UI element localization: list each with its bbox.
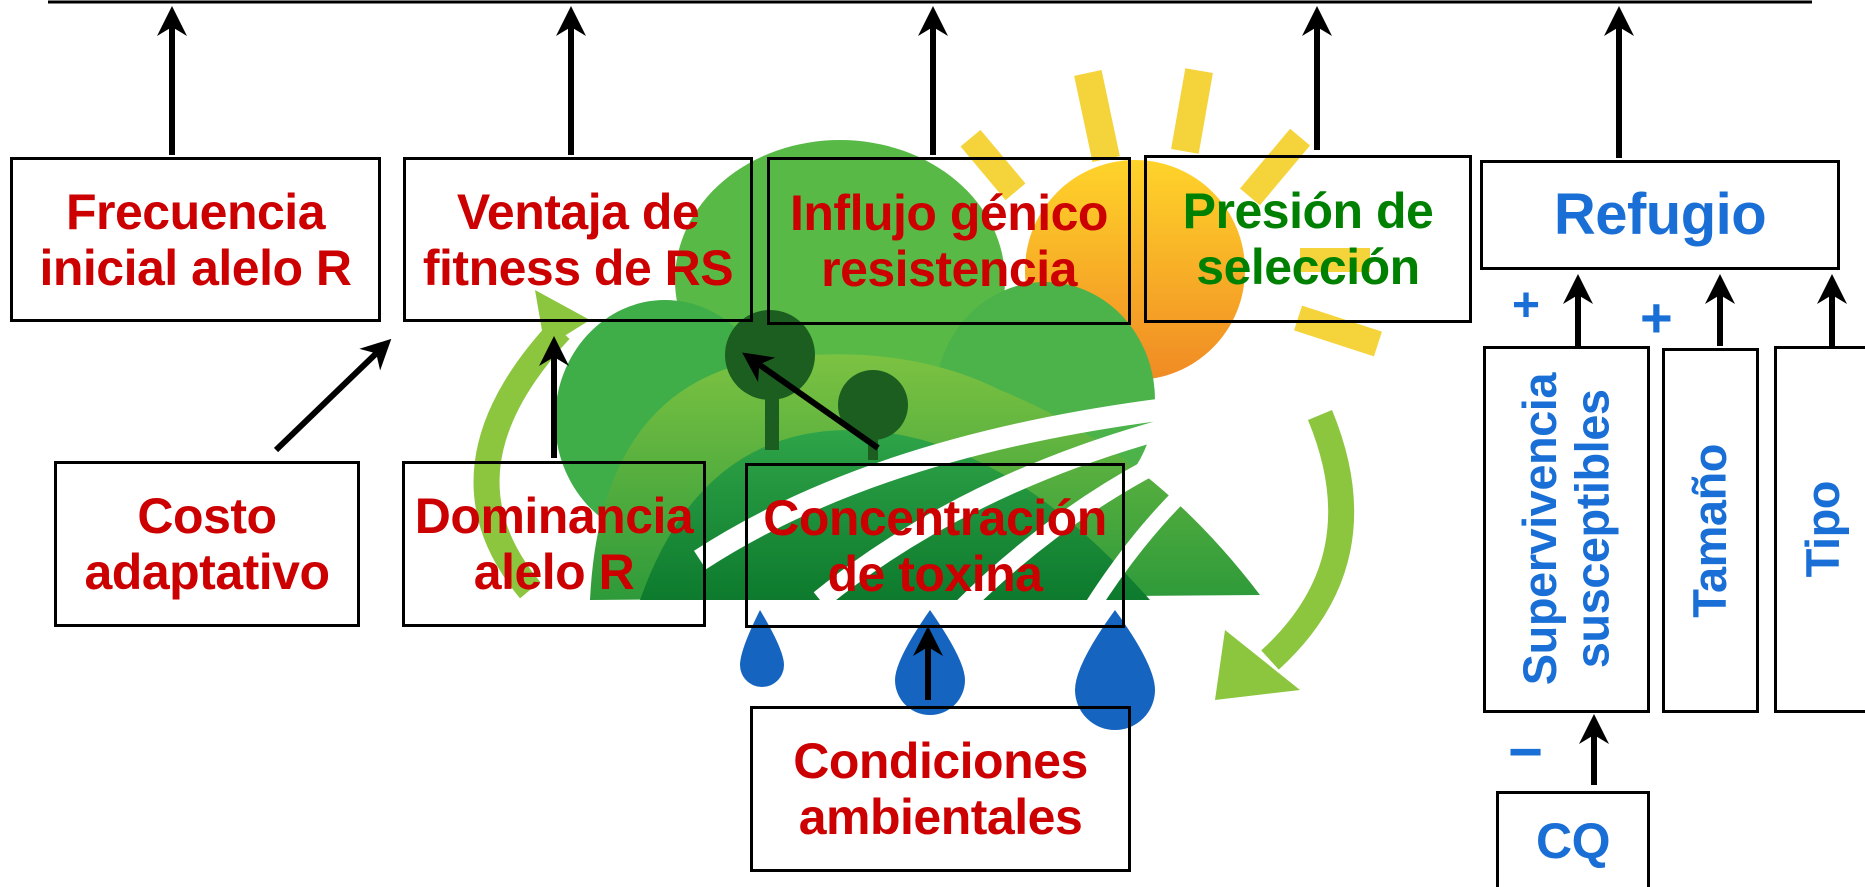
cycle-arrows bbox=[473, 321, 1355, 670]
node-cq: CQ bbox=[1496, 791, 1650, 887]
node-dominancia: Dominancia alelo R bbox=[402, 461, 706, 627]
node-supervivencia-line1: Supervivencia bbox=[1512, 373, 1566, 686]
node-concentracion-line2: de toxina bbox=[827, 545, 1043, 602]
node-concentracion: Concentración de toxina bbox=[745, 463, 1125, 628]
node-tipo-label: Tipo bbox=[1796, 481, 1850, 578]
node-costo: Costo adaptativo bbox=[54, 461, 360, 627]
node-ventaja-line2: fitness de RS bbox=[422, 239, 734, 296]
node-presion-line1: Presión de bbox=[1182, 183, 1434, 239]
node-dominancia-line2: alelo R bbox=[473, 544, 635, 600]
node-concentracion-line1: Concentración bbox=[763, 489, 1107, 546]
node-refugio-label: Refugio bbox=[1553, 181, 1767, 247]
node-condiciones-line1: Condiciones bbox=[793, 733, 1088, 789]
node-presion: Presión de selección bbox=[1144, 155, 1472, 323]
node-tamano-label: Tamaño bbox=[1683, 443, 1737, 618]
node-ventaja: Ventaja de fitness de RS bbox=[403, 157, 753, 322]
node-tipo: Tipo bbox=[1774, 346, 1865, 713]
node-presion-line2: selección bbox=[1196, 239, 1420, 295]
node-frecuencia-line1: Frecuencia bbox=[65, 183, 326, 240]
node-influjo: Influjo génico resistencia bbox=[767, 157, 1131, 325]
sign-tamano-refugio: + bbox=[1640, 286, 1673, 349]
node-influjo-line2: resistencia bbox=[821, 241, 1077, 297]
node-tamano: Tamaño bbox=[1662, 348, 1759, 713]
node-condiciones: Condiciones ambientales bbox=[750, 706, 1131, 872]
node-cq-label: CQ bbox=[1536, 812, 1611, 869]
node-frecuencia-line2: inicial alelo R bbox=[39, 239, 352, 296]
node-frecuencia: Frecuencia inicial alelo R bbox=[10, 157, 381, 322]
node-influjo-line1: Influjo génico bbox=[790, 185, 1108, 241]
node-condiciones-line2: ambientales bbox=[798, 789, 1083, 845]
sign-supervivencia-refugio: + bbox=[1512, 279, 1541, 332]
field-illustration bbox=[555, 140, 1260, 617]
node-costo-line2: adaptativo bbox=[84, 544, 330, 600]
node-dominancia-line1: Dominancia bbox=[414, 488, 694, 544]
node-supervivencia-line2: susceptibles bbox=[1565, 390, 1619, 669]
node-ventaja-line1: Ventaja de bbox=[456, 183, 700, 240]
sign-cq-supervivencia: − bbox=[1508, 718, 1544, 785]
arrow-concentracion bbox=[742, 352, 880, 451]
node-costo-line1: Costo bbox=[137, 488, 277, 544]
node-refugio: Refugio bbox=[1480, 160, 1840, 270]
arrows bbox=[157, 6, 1847, 785]
arrow-costo bbox=[273, 338, 392, 453]
node-supervivencia: Supervivencia susceptibles bbox=[1483, 346, 1650, 713]
